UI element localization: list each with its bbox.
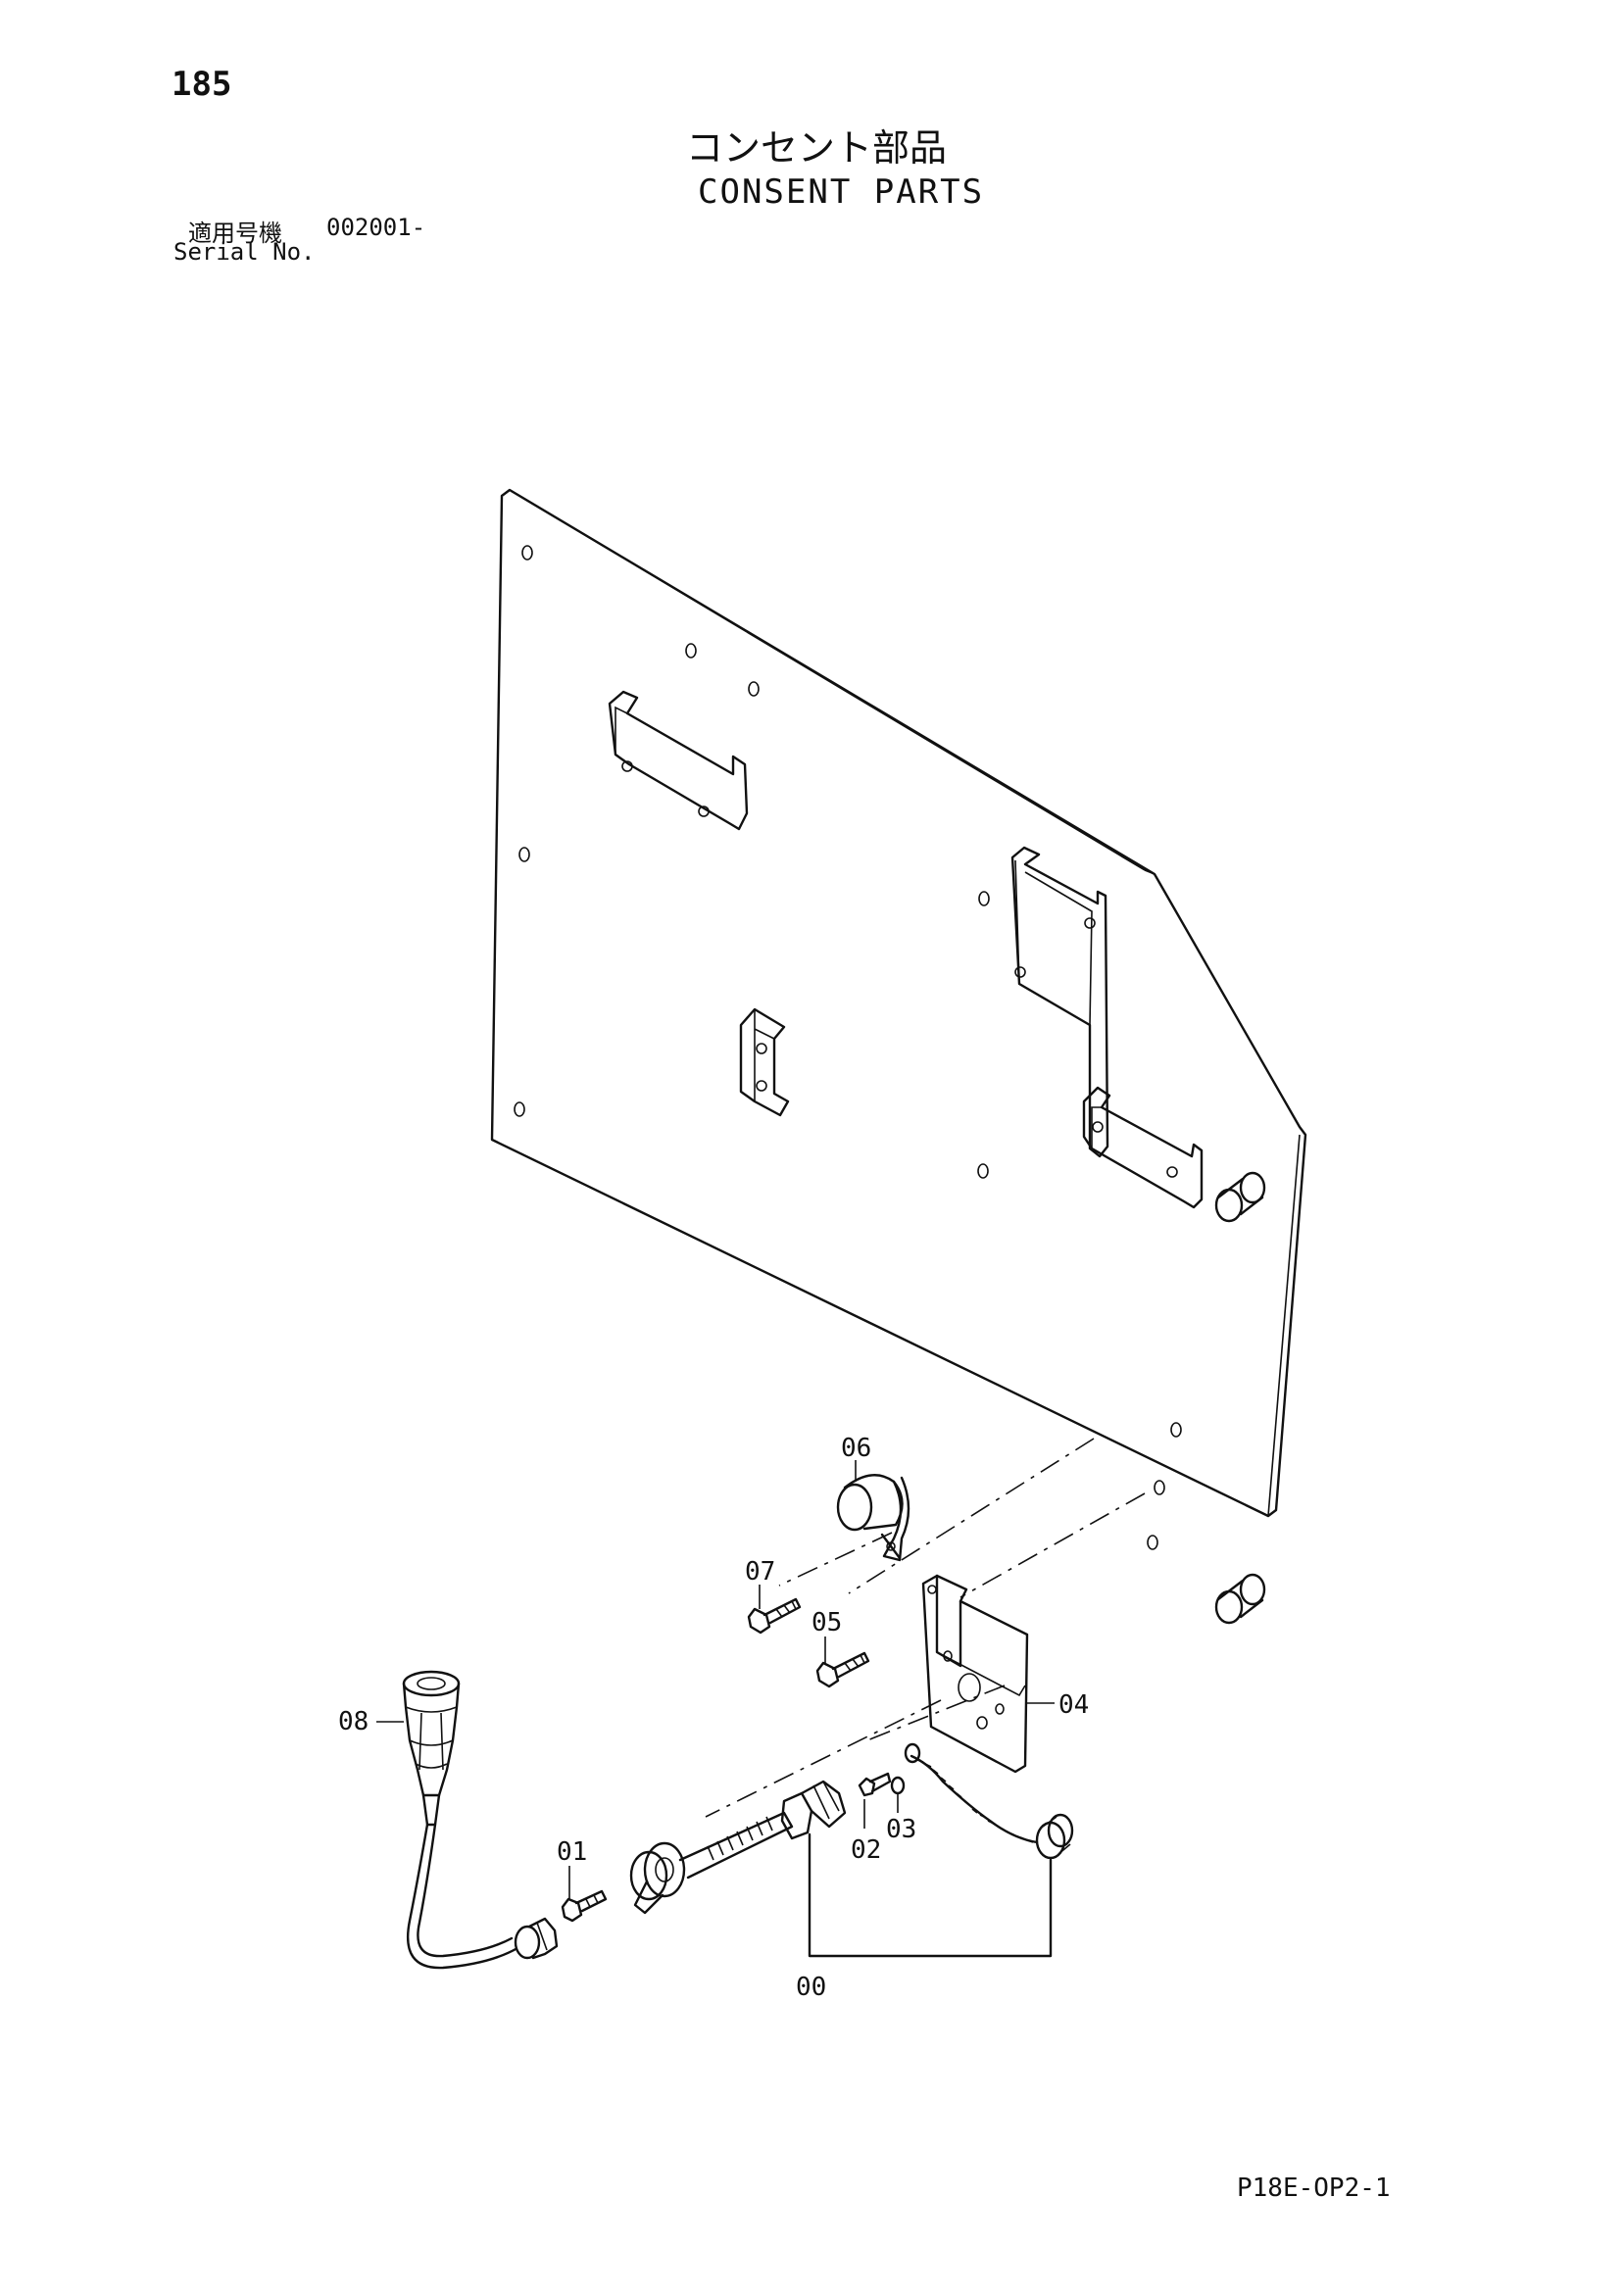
callout-01: 01 [557, 1837, 587, 1867]
centerline-bolt-05 [866, 1685, 1006, 1741]
callout-05: 05 [812, 1608, 842, 1637]
centerline-socket [705, 1699, 942, 1818]
part-03-washer [890, 1776, 906, 1795]
panel-spacer-upper [1214, 1171, 1266, 1223]
panel-bracket-lower-right [1082, 1086, 1204, 1209]
callout-08: 08 [338, 1707, 369, 1736]
part-02-screw [858, 1772, 892, 1797]
callout-07: 07 [745, 1557, 775, 1587]
panel-bracket-upper-left [608, 690, 749, 831]
panel-bracket-middle [739, 1007, 790, 1117]
panel-spacer-lower [1214, 1573, 1266, 1625]
mounting-panel [490, 488, 1307, 1625]
part-05-bolt [815, 1651, 870, 1688]
panel-bracket-upper-right [1010, 846, 1109, 1158]
callout-03: 03 [886, 1815, 916, 1844]
title-japanese: コンセント部品 [686, 126, 948, 170]
part-07-bolt [747, 1597, 802, 1635]
callout-04: 04 [1058, 1690, 1089, 1720]
part-08-plug [402, 1670, 559, 1970]
centerline-lower [959, 1492, 1146, 1598]
part-00-socket-assembly [629, 1742, 1074, 1958]
centerline-clamp [778, 1532, 893, 1587]
callout-02: 02 [851, 1835, 881, 1865]
title-english: CONSENT PARTS [698, 172, 985, 212]
callout-06: 06 [841, 1434, 871, 1463]
centerline-upper [848, 1438, 1095, 1594]
drawing-code: P18E-OP2-1 [1237, 2174, 1391, 2203]
part-04-socket-bracket [921, 1574, 1029, 1774]
page-number: 185 [172, 65, 232, 104]
serial-number-value: 002001- [326, 214, 426, 241]
serial-label-english: Serial No. [173, 238, 316, 266]
serial-label-japanese: 適用号機 [188, 220, 282, 247]
part-06-clamp [836, 1474, 910, 1562]
callout-00: 00 [796, 1973, 826, 2002]
part-01-bolt [561, 1889, 608, 1923]
